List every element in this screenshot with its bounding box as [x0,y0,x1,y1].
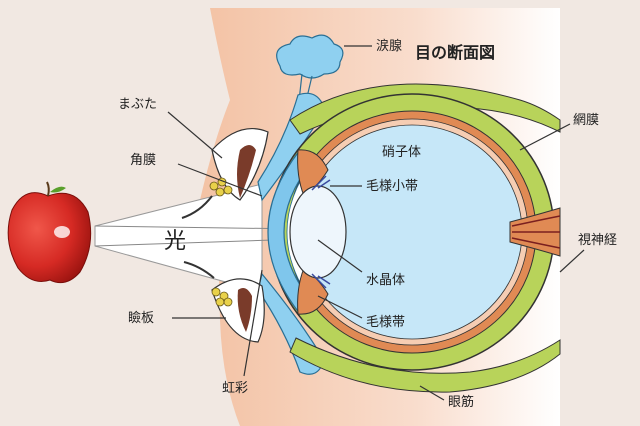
lower-meibomian-gland [237,288,252,332]
upper-lash-glands [209,177,233,197]
lower-lash-glands [211,287,233,307]
leader-retina [519,123,571,151]
label-tarsal-plate: 瞼板 [128,310,154,326]
leader-cornea [177,163,263,197]
label-ciliary-zonule: 毛様小帯 [366,179,418,194]
light-label: 光 [164,229,186,254]
leader-optic-nerve [559,249,585,273]
lower-eyelash [183,261,215,279]
upper-meibomian-gland [237,145,256,198]
lower-tarsal-plate [211,278,265,343]
label-ciliary-body: 毛様帯 [366,315,405,330]
diagram-title: 目の断面図 [415,43,495,62]
upper-eyelash [181,195,213,219]
label-eye-muscle: 眼筋 [448,394,474,410]
apple-illustration [7,181,92,284]
crystalline-lens [289,185,347,279]
ciliary-zonule-upper [311,175,331,191]
leader-ciliary-body [317,295,363,319]
label-lens: 水晶体 [366,273,405,288]
lower-eye-muscle [289,337,561,393]
ciliary-zonule-lower [311,273,331,289]
label-iris: 虹彩 [222,381,248,396]
label-optic-nerve: 視神経 [578,233,617,248]
label-eyelid: まぶた [118,97,157,112]
label-vitreous: 硝子体 [382,145,421,160]
leader-lens [317,239,363,273]
leader-eye-muscle [419,385,445,401]
label-retina: 網膜 [573,113,599,128]
optic-nerve-fibers [511,215,561,249]
leader-iris [243,269,263,377]
leader-eyelid [167,111,223,159]
label-cornea: 角膜 [130,153,156,168]
label-lacrimal-gland: 涙腺 [376,38,402,54]
